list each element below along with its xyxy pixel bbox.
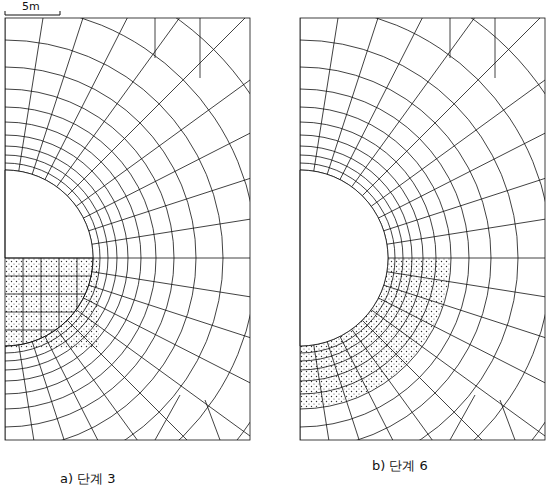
mesh-radial bbox=[92, 164, 555, 244]
mesh-radial bbox=[384, 73, 555, 231]
mesh-ring bbox=[0, 163, 100, 353]
mesh-boundary bbox=[300, 18, 545, 440]
mesh-radial bbox=[92, 272, 555, 352]
mesh-radial bbox=[352, 329, 555, 499]
mesh-ring bbox=[0, 155, 108, 361]
mesh-radial bbox=[340, 0, 555, 180]
mesh-ring bbox=[48, 6, 552, 499]
scale-label: 5m bbox=[22, 0, 40, 13]
mesh-line bbox=[23, 258, 24, 346]
mesh-line bbox=[5, 312, 93, 313]
mesh-radial bbox=[314, 345, 394, 499]
stippled-zone bbox=[5, 258, 99, 348]
mesh-line bbox=[500, 400, 515, 440]
mesh-radial bbox=[89, 73, 555, 231]
mesh-radial bbox=[45, 336, 277, 499]
mesh-line bbox=[5, 258, 93, 346]
mesh-radial bbox=[340, 336, 555, 499]
mesh-radial bbox=[67, 0, 429, 196]
mesh-radial bbox=[384, 285, 555, 443]
mesh-boundary bbox=[5, 18, 250, 440]
mesh-radial bbox=[371, 310, 555, 499]
mesh-line bbox=[495, 18, 496, 78]
mesh-radial bbox=[378, 0, 555, 218]
mesh-ring bbox=[0, 0, 300, 499]
mesh-ring bbox=[0, 170, 93, 346]
mesh-line bbox=[41, 258, 42, 346]
mesh-line bbox=[5, 294, 93, 295]
mesh-ring bbox=[5, 0, 555, 499]
mesh-line bbox=[450, 395, 475, 440]
mesh-radial bbox=[32, 0, 190, 174]
mesh-line bbox=[200, 18, 201, 78]
mesh-radial bbox=[327, 0, 485, 174]
mesh-line bbox=[5, 276, 93, 277]
mesh-radial bbox=[387, 164, 555, 244]
mesh-ring bbox=[0, 6, 257, 499]
mesh-radial bbox=[83, 0, 539, 218]
mesh-line bbox=[155, 395, 180, 440]
mesh-line bbox=[450, 18, 451, 58]
mesh-radial bbox=[327, 342, 485, 499]
mesh-line bbox=[205, 400, 220, 440]
figure-caption: b) 단계 6 bbox=[372, 457, 428, 475]
figure-caption: a) 단계 3 bbox=[60, 470, 116, 488]
mesh-line bbox=[59, 258, 60, 346]
mesh-line bbox=[77, 258, 78, 346]
opening-outline bbox=[300, 170, 388, 346]
mesh-radial bbox=[388, 258, 555, 259]
mesh-line bbox=[155, 18, 156, 58]
mesh-radial bbox=[45, 0, 277, 180]
mesh-radial bbox=[32, 342, 190, 499]
opening-outline bbox=[5, 170, 93, 258]
mesh-radial bbox=[352, 0, 555, 187]
mesh-radial bbox=[76, 0, 490, 206]
mesh-radial bbox=[362, 320, 555, 499]
fe-mesh bbox=[5, 0, 555, 499]
mesh-radial bbox=[57, 0, 358, 187]
mesh-line bbox=[5, 330, 93, 331]
mesh-radial bbox=[362, 0, 555, 196]
